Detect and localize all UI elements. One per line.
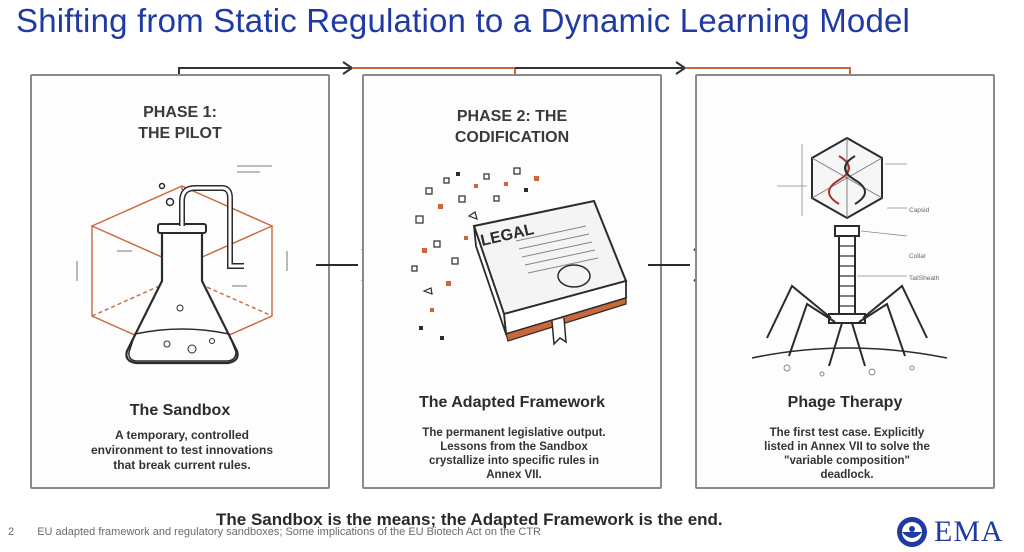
slide-footer: 2 EU adapted framework and regulatory sa…	[8, 526, 541, 538]
ema-logo: EMA	[896, 515, 1004, 549]
card-desc-sandbox: A temporary, controlled environment to t…	[72, 428, 292, 473]
desc-line: that break current rules.	[113, 458, 251, 472]
legal-book-icon: LEGAL	[411, 167, 628, 346]
phase-2-line2: CODIFICATION	[454, 129, 570, 146]
sandbox-flask-icon	[76, 165, 288, 365]
card-title-sandbox: The Sandbox	[129, 402, 231, 419]
phase-1-title: PHASE 1: THE PILOT	[32, 102, 328, 144]
bacteriophage-icon: Capsid Collar TailSheath	[751, 136, 948, 377]
page-number: 2	[8, 526, 15, 538]
slide-tagline: The Sandbox is the means; the Adapted Fr…	[216, 510, 723, 529]
slide-title: Shifting from Static Regulation to a Dyn…	[16, 2, 911, 39]
desc-line: "variable composition"	[784, 455, 910, 467]
desc-line: Annex VII.	[486, 469, 542, 481]
desc-line: listed in Annex VII to solve the	[764, 441, 930, 453]
desc-line: Lessons from the Sandbox	[440, 441, 588, 453]
label-capsid: Capsid	[909, 207, 930, 214]
footer-text: EU adapted framework and regulatory sand…	[37, 526, 542, 538]
phase-1-line2: THE PILOT	[138, 125, 222, 142]
panel-phase-2: PHASE 2: THE CODIFICATION	[362, 74, 662, 489]
desc-line: The permanent legislative output.	[422, 427, 606, 439]
phase-1-line1: PHASE 1:	[143, 104, 217, 121]
phase-2-line1: PHASE 2: THE	[456, 108, 568, 125]
panel-phase-3: Capsid Collar TailSheath Phage Therapy T…	[695, 74, 995, 489]
desc-line: A temporary, controlled	[114, 428, 250, 442]
card-title-phage: Phage Therapy	[787, 394, 903, 411]
card-desc-framework: The permanent legislative output. Lesson…	[404, 426, 624, 482]
desc-line: deadlock.	[820, 469, 874, 481]
desc-line: The first test case. Explicitly	[769, 427, 925, 439]
label-tail-sheath: TailSheath	[909, 275, 940, 282]
label-collar: Collar	[909, 253, 927, 260]
desc-line: crystallize into specific rules in	[428, 455, 599, 467]
desc-line: environment to test innovations	[90, 443, 273, 457]
ema-emblem-icon	[897, 517, 927, 547]
phase-2-title: PHASE 2: THE CODIFICATION	[364, 106, 660, 148]
panel-phase-1: PHASE 1: THE PILOT	[30, 74, 330, 489]
card-desc-phage: The first test case. Explicitly listed i…	[737, 426, 957, 482]
card-title-framework: The Adapted Framework	[418, 394, 606, 411]
logo-text: EMA	[934, 515, 1004, 548]
